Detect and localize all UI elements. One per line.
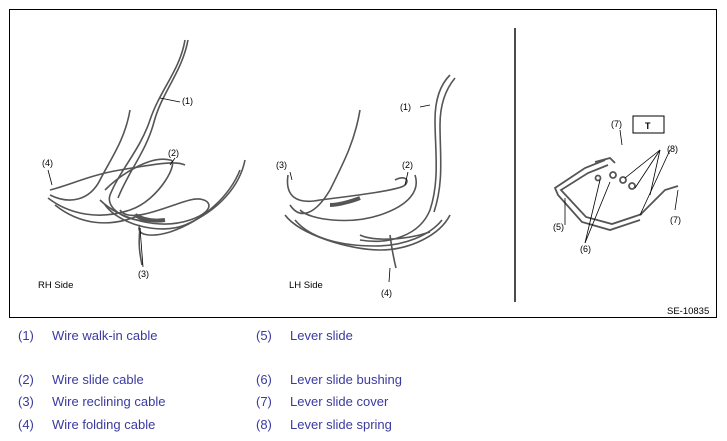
- callout-rh-3: (3): [138, 269, 149, 279]
- callout-7-top: (7): [611, 119, 622, 129]
- legend-item-1: (1) Wire walk-in cable: [18, 328, 157, 343]
- callout-lh-2: (2): [402, 160, 413, 170]
- legend-num: (5): [256, 328, 272, 343]
- legend-label: Lever slide bushing: [290, 372, 403, 387]
- legend-item-6: (6) Lever slide bushing: [256, 372, 402, 387]
- lh-side-label: LH Side: [289, 280, 323, 291]
- callout-rh-1: (1): [182, 96, 193, 106]
- legend-label: Wire reclining cable: [52, 394, 166, 409]
- legend-label: Wire slide cable: [52, 372, 144, 387]
- legend-num: (6): [256, 372, 272, 387]
- legend-item-7: (7) Lever slide cover: [256, 394, 388, 409]
- callout-lh-4: (4): [381, 288, 392, 298]
- legend-item-2: (2) Wire slide cable: [18, 372, 144, 387]
- callout-lh-1: (1): [400, 102, 411, 112]
- rh-cables: [47, 39, 246, 266]
- legend-num: (8): [256, 417, 272, 432]
- callout-6: (6): [580, 244, 591, 254]
- legend-label: Lever slide: [290, 328, 353, 343]
- legend-num: (2): [18, 372, 34, 387]
- legend-item-8: (8) Lever slide spring: [256, 417, 392, 432]
- parts-diagram: (1) (2) (3) (4) (1) (2) (3) (4) (5) (6) …: [9, 9, 717, 318]
- callout-labels: (1) (2) (3) (4) (1) (2) (3) (4) (5) (6) …: [38, 96, 709, 317]
- callout-rh-4: (4): [42, 158, 53, 168]
- legend-label: Wire folding cable: [52, 417, 156, 432]
- legend-num: (3): [18, 394, 34, 409]
- legend-item-3: (3) Wire reclining cable: [18, 394, 165, 409]
- callout-7-bottom: (7): [670, 215, 681, 225]
- parts-legend: (1) Wire walk-in cable (2) Wire slide cabl…: [0, 318, 727, 441]
- callout-rh-2: (2): [168, 148, 179, 158]
- diagram-svg: (1) (2) (3) (4) (1) (2) (3) (4) (5) (6) …: [38, 28, 709, 317]
- legend-item-5: (5) Lever slide: [256, 328, 353, 343]
- callout-5: (5): [553, 222, 564, 232]
- legend-num: (4): [18, 417, 34, 432]
- figure-code: SE-10835: [667, 306, 709, 317]
- legend-num: (1): [18, 328, 34, 343]
- t-box-label: T: [645, 121, 651, 131]
- leader-lines: [47, 97, 679, 283]
- legend-item-4: (4) Wire folding cable: [18, 417, 155, 432]
- legend-num: (7): [256, 394, 272, 409]
- callout-lh-3: (3): [276, 160, 287, 170]
- legend-label: Lever slide spring: [290, 417, 392, 432]
- callout-8: (8): [667, 144, 678, 154]
- lh-cables: [284, 74, 456, 269]
- legend-label: Lever slide cover: [290, 394, 389, 409]
- lever-assembly: [553, 156, 679, 231]
- t-box: [632, 115, 665, 134]
- legend-label: Wire walk-in cable: [52, 328, 158, 343]
- rh-side-label: RH Side: [38, 280, 73, 291]
